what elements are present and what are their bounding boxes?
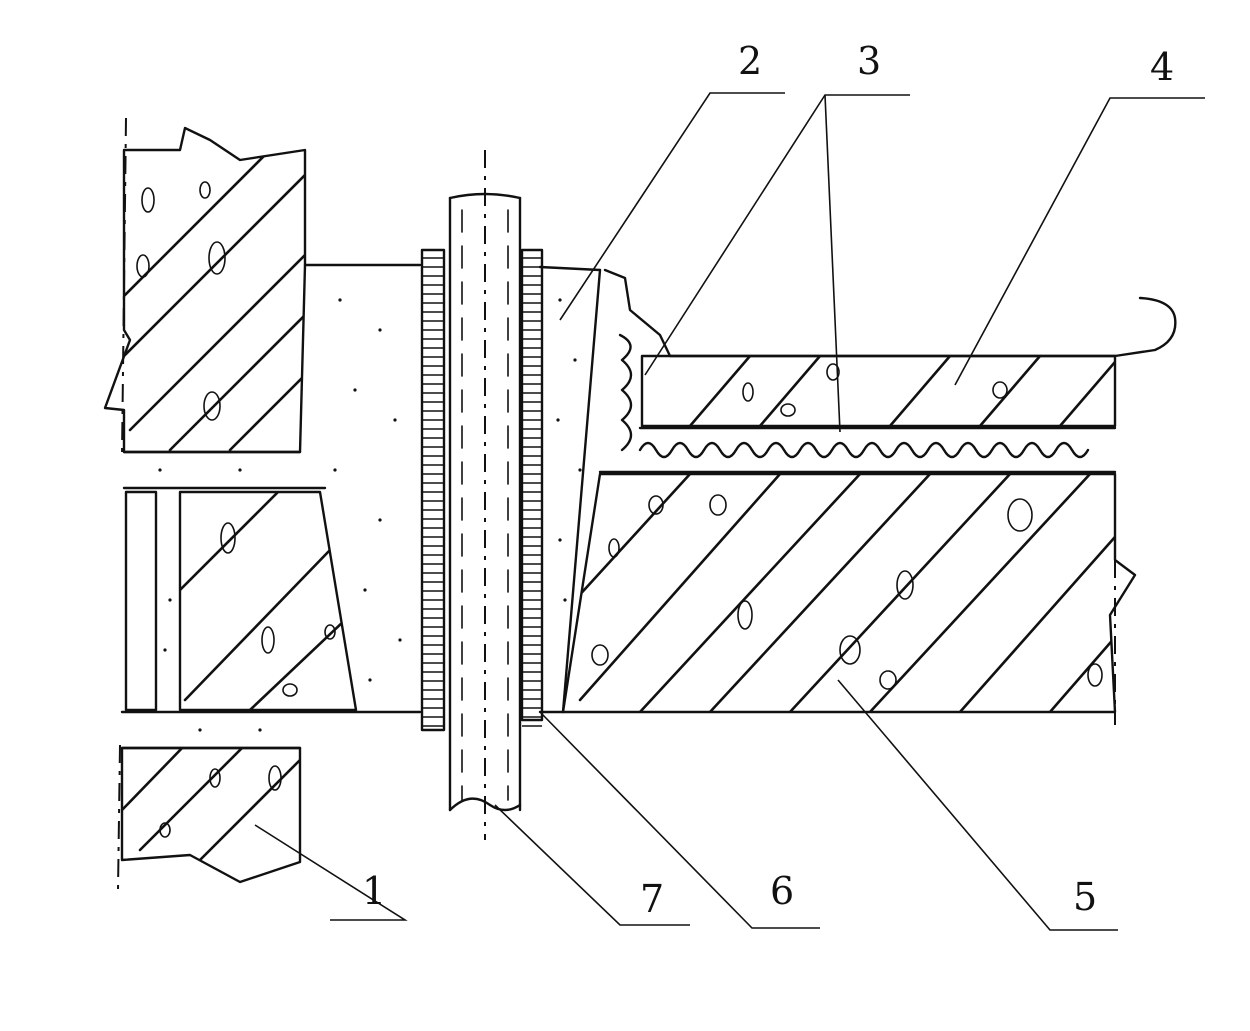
mortar-fill	[158, 263, 602, 732]
callout-7: 7	[640, 877, 665, 921]
callout-3: 3	[857, 39, 882, 83]
callout-5: 5	[1073, 875, 1098, 919]
wall-lower	[117, 744, 302, 891]
callout-4: 4	[1150, 45, 1175, 89]
callout-1: 1	[362, 869, 387, 913]
callout-2: 2	[738, 39, 763, 83]
callout-6: 6	[770, 869, 795, 913]
slab-upper	[603, 268, 1177, 428]
wall-block	[178, 490, 358, 712]
pipe	[448, 150, 522, 840]
wall-upper	[103, 117, 307, 456]
leader-lines	[254, 92, 1205, 931]
insert-strip	[124, 490, 158, 712]
sleeve	[420, 248, 544, 732]
slab-floor	[561, 472, 1137, 725]
seal-corrugated	[598, 333, 1117, 474]
